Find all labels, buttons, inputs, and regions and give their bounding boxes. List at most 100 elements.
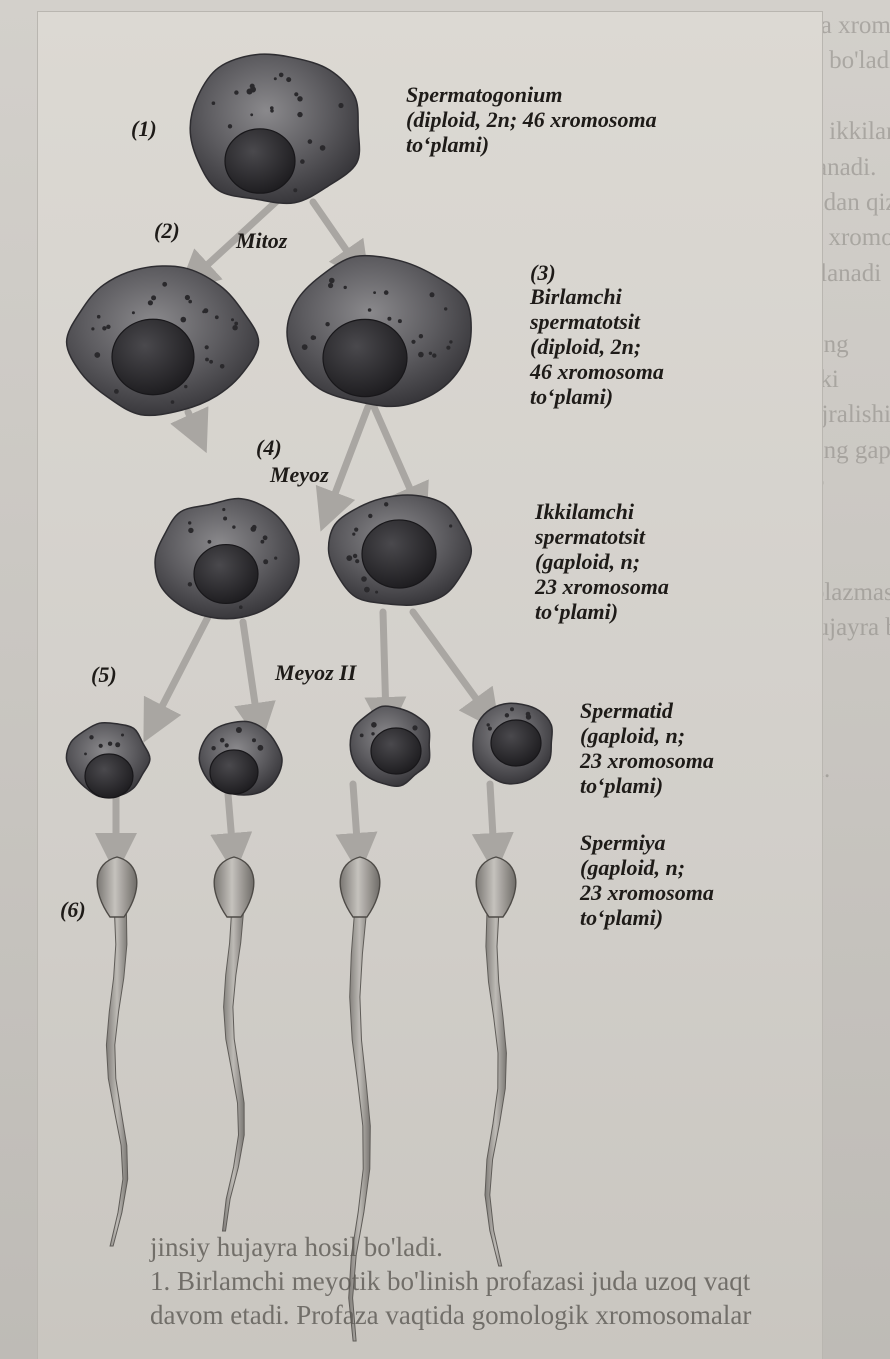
chromatin-dot — [132, 311, 135, 314]
chromatin-dot — [329, 278, 335, 284]
chromatin-dot — [510, 707, 514, 711]
chromatin-dot — [449, 340, 452, 343]
chromatin-dot — [151, 295, 156, 300]
sperm-head — [214, 857, 254, 917]
flow-arrow — [353, 784, 358, 854]
chromatin-dot — [328, 283, 333, 288]
chromatin-dot — [344, 286, 347, 289]
sperm-tail — [106, 911, 127, 1246]
chromatin-dot — [263, 535, 268, 540]
step-1-label: (1) — [131, 116, 157, 142]
chromatin-dot — [432, 353, 436, 357]
chromatin-dot — [250, 113, 253, 116]
chromatin-dot — [294, 92, 298, 96]
chromatin-dot — [384, 290, 389, 295]
chromatin-dot — [222, 508, 225, 511]
spermatid-3 — [350, 706, 430, 786]
chromatin-dot — [412, 725, 417, 730]
chromatin-dot — [181, 317, 187, 323]
chromatin-dot — [261, 540, 265, 544]
flow-arrow — [328, 407, 368, 512]
step-6-label: (6) — [60, 897, 86, 923]
nucleus — [85, 754, 133, 798]
flow-arrow — [228, 794, 233, 854]
step-5-label: (5) — [91, 662, 117, 688]
chromatin-dot — [419, 334, 423, 338]
step-3-label: (3) — [530, 260, 556, 286]
chromatin-dot — [311, 335, 316, 340]
chromatin-dot — [274, 77, 277, 80]
chromatin-dot — [211, 746, 215, 750]
spermatogonium-cell — [190, 54, 359, 203]
sperm-head — [476, 857, 516, 917]
primary-spermatocyte-right — [287, 256, 471, 407]
chromatin-dot — [209, 360, 213, 364]
chromatin-dot — [188, 582, 192, 586]
chromatin-dot — [223, 517, 227, 521]
spermium-1 — [97, 857, 137, 1246]
chromatin-dot — [212, 101, 216, 105]
chromatin-dot — [346, 555, 352, 561]
chromatin-dot — [184, 385, 187, 388]
chromatin-dot — [418, 352, 424, 358]
chromatin-dot — [364, 587, 370, 593]
spermatogonium-label: Spermatogonium (diploid, 2n; 46 xromosom… — [406, 82, 657, 157]
secondary-spermatocyte-left — [155, 499, 299, 619]
chromatin-dot — [188, 300, 192, 304]
chromatin-dot — [352, 533, 355, 536]
chromatin-dot — [430, 292, 435, 297]
chromatin-dot — [234, 322, 238, 326]
chromatin-dot — [302, 344, 308, 350]
step-4-label: (4) — [256, 435, 282, 461]
chromatin-dot — [205, 345, 209, 349]
chromatin-dot — [228, 124, 232, 128]
sperm-head — [340, 857, 380, 917]
sperm-head — [97, 857, 137, 917]
chromatin-dot — [205, 358, 209, 362]
chromatin-dot — [449, 524, 452, 527]
chromatin-dot — [114, 389, 119, 394]
chromatin-dot — [360, 734, 364, 738]
nucleus — [225, 129, 295, 193]
nucleus — [362, 520, 436, 588]
chromatin-dot — [171, 400, 175, 404]
spermatid-4 — [473, 703, 552, 783]
chromatin-dot — [371, 732, 374, 735]
chromatin-dot — [102, 326, 106, 330]
chromatin-dot — [487, 723, 490, 726]
chromatin-dot — [300, 159, 305, 164]
chromatin-dot — [293, 188, 297, 192]
chromatin-dot — [398, 319, 402, 323]
chromatin-dot — [236, 727, 242, 733]
chromatin-dot — [108, 742, 112, 746]
chromatin-dot — [411, 340, 415, 344]
chromatin-dot — [84, 753, 87, 756]
flow-arrow — [374, 407, 418, 507]
chromatin-dot — [320, 145, 326, 151]
chromatin-dot — [89, 735, 93, 739]
chromatin-dot — [446, 346, 450, 350]
page-bottom-text: jinsiy hujayra hosil bo'ladi. 1. Birlamc… — [150, 1230, 870, 1332]
flow-arrow — [243, 622, 258, 724]
chromatin-dot — [308, 139, 313, 144]
chromatin-dot — [97, 315, 101, 319]
spermium-2 — [214, 857, 254, 1231]
chromatin-dot — [220, 738, 225, 743]
flow-arrow — [413, 612, 488, 715]
primary-spermatocyte-left — [67, 266, 259, 415]
step-2-label: (2) — [154, 218, 180, 244]
chromatin-dot — [297, 96, 302, 101]
spermatid-1 — [66, 723, 149, 798]
flow-arrow — [383, 612, 386, 718]
chromatin-dot — [387, 317, 391, 321]
spermium-4 — [476, 857, 516, 1266]
chromatin-dot — [115, 742, 120, 747]
chromatin-dot — [384, 502, 388, 506]
nucleus — [491, 720, 541, 766]
secondary-spermatocyte-label: Ikkilamchi spermatotsit (gaploid, n; 23 … — [535, 499, 669, 624]
flow-arrow — [188, 412, 198, 434]
chromatin-dot — [270, 106, 274, 110]
chromatin-dot — [188, 521, 191, 524]
chromatin-dot — [371, 722, 377, 728]
diagram-canvas — [38, 12, 822, 1359]
